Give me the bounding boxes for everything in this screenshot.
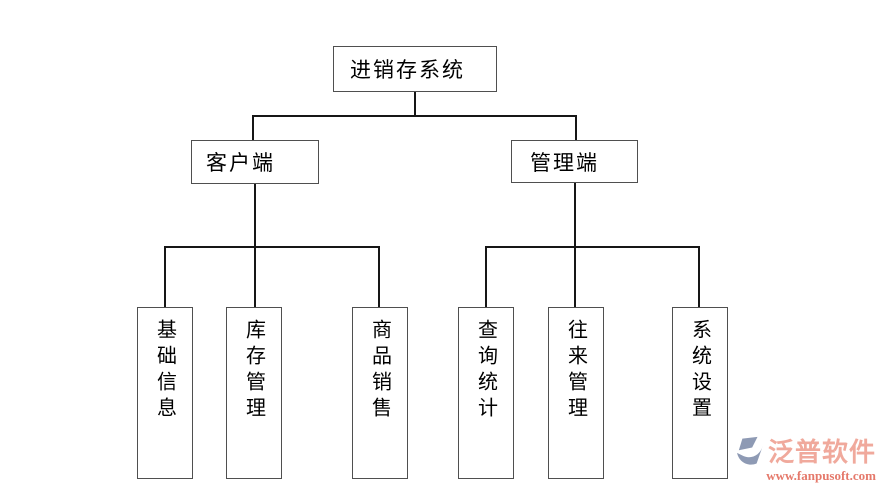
- connector-level1-horizontal: [252, 115, 577, 117]
- node-client: 客户端: [191, 140, 319, 184]
- node-label: 进销存系统: [350, 58, 465, 82]
- connector-admin-stub: [575, 115, 577, 141]
- connector-client-vertical: [254, 184, 256, 248]
- node-label: 往来管理: [564, 319, 587, 423]
- vendor-watermark: 泛普软件 www.fanpusoft.com: [733, 436, 876, 482]
- node-label: 商品销售: [368, 319, 391, 423]
- connector-sales-stub: [378, 246, 380, 308]
- leaf-node-basic-info: 基础信息: [137, 307, 193, 479]
- leaf-node-contacts-management: 往来管理: [548, 307, 604, 479]
- node-label: 客户端: [206, 151, 275, 175]
- leaf-node-system-settings: 系统设置: [672, 307, 728, 479]
- node-label: 查询统计: [474, 319, 497, 423]
- node-label: 基础信息: [153, 319, 176, 423]
- connector-client-stub: [252, 115, 254, 141]
- connector-root-vertical: [414, 92, 416, 117]
- connector-admin-vertical: [574, 183, 576, 248]
- node-label: 系统设置: [688, 319, 711, 423]
- node-label: 库存管理: [242, 319, 265, 423]
- leaf-node-product-sales: 商品销售: [352, 307, 408, 479]
- connector-client-children-horizontal: [164, 246, 380, 248]
- connector-contacts-stub: [574, 246, 576, 308]
- connector-inventory-stub: [254, 246, 256, 308]
- brand-url: www.fanpusoft.com: [766, 468, 876, 483]
- leaf-node-inventory-management: 库存管理: [226, 307, 282, 479]
- connector-basic-info-stub: [164, 246, 166, 308]
- node-root-system: 进销存系统: [333, 46, 497, 92]
- node-label: 管理端: [530, 150, 599, 175]
- connector-settings-stub: [698, 246, 700, 308]
- leaf-node-query-statistics: 查询统计: [458, 307, 514, 479]
- connector-query-stats-stub: [485, 246, 487, 308]
- fanpu-logo-icon: [733, 436, 768, 468]
- brand-name: 泛普软件: [767, 437, 876, 467]
- connector-admin-children-horizontal: [485, 246, 700, 248]
- node-admin: 管理端: [511, 140, 638, 183]
